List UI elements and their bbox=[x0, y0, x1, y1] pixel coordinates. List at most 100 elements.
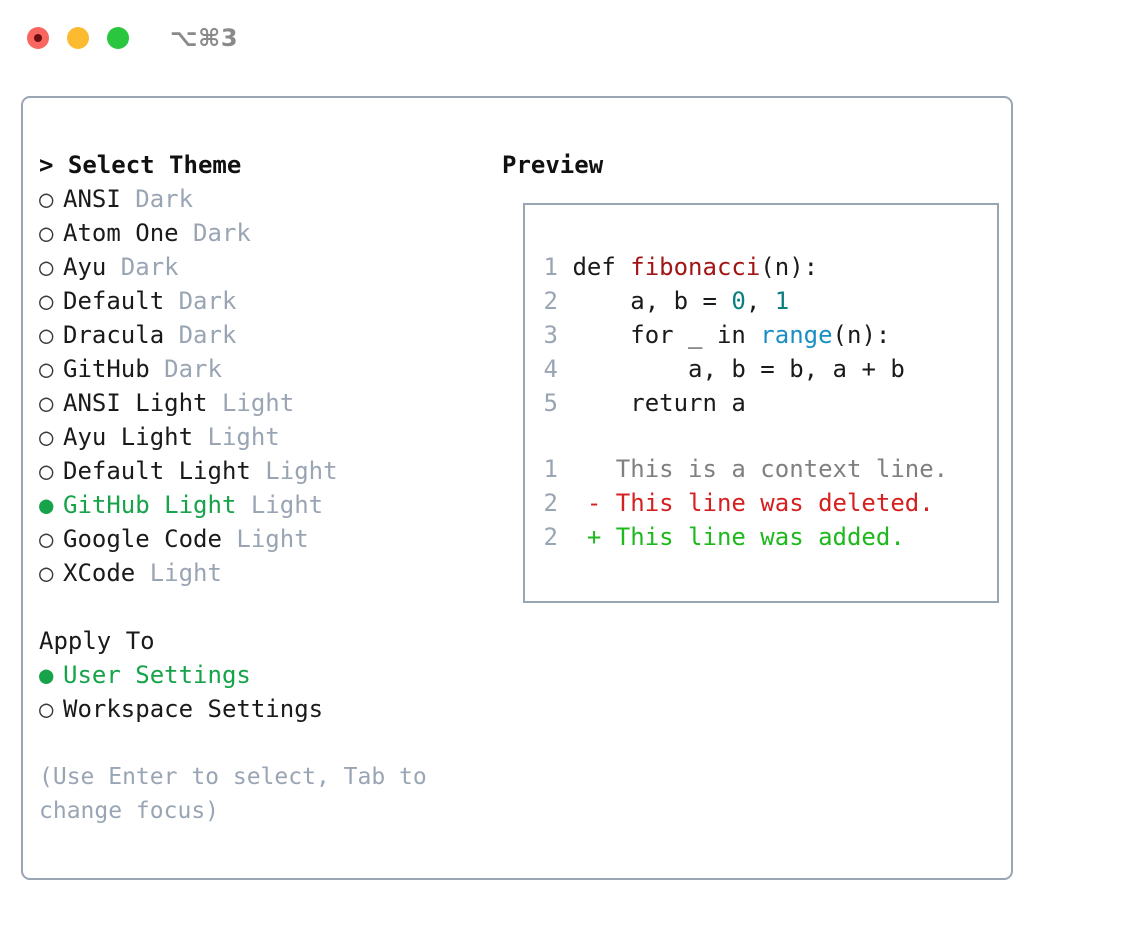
code-line-number: 3 bbox=[543, 321, 558, 349]
theme-option[interactable]: ○ GitHub Dark bbox=[39, 352, 499, 386]
theme-option-label: Ayu bbox=[63, 253, 107, 281]
diff-line: 1 This is a context line. bbox=[536, 452, 949, 486]
code-line-number: 5 bbox=[543, 389, 558, 417]
theme-variant-badge: Light bbox=[135, 559, 222, 587]
code-line-number: 2 bbox=[543, 287, 558, 315]
traffic-lights bbox=[27, 27, 129, 49]
theme-variant-badge: Dark bbox=[120, 185, 194, 213]
code-token-plain: return a bbox=[572, 389, 746, 417]
apply-to-option[interactable]: ● User Settings bbox=[39, 658, 499, 692]
apply-to-option-label: User Settings bbox=[63, 661, 251, 689]
code-token-plain: (n): bbox=[832, 321, 891, 349]
keyboard-hint-text: (Use Enter to select, Tab to change focu… bbox=[39, 764, 441, 824]
diff-sample: 1 This is a context line. 2 - This line w… bbox=[536, 452, 949, 554]
theme-variant-badge: Light bbox=[236, 491, 324, 519]
theme-option-label: ANSI Light bbox=[63, 389, 208, 417]
radio-unselected-icon: ○ bbox=[39, 219, 54, 247]
apply-to-option-list[interactable]: ● User Settings ○ Workspace Settings bbox=[39, 658, 499, 726]
code-line-number: 1 bbox=[543, 253, 558, 281]
theme-option[interactable]: ○ Default Dark bbox=[39, 284, 499, 318]
radio-unselected-icon: ○ bbox=[39, 321, 54, 349]
preview-title: Preview bbox=[502, 151, 604, 179]
theme-option-label: Google Code bbox=[63, 525, 222, 553]
code-token-builtin: range bbox=[760, 321, 833, 349]
theme-option[interactable]: ● GitHub Light Light bbox=[39, 488, 499, 522]
apply-to-option[interactable]: ○ Workspace Settings bbox=[39, 692, 499, 726]
code-line: 5 return a bbox=[536, 386, 905, 420]
theme-option[interactable]: ○ Dracula Dark bbox=[39, 318, 499, 352]
theme-variant-badge: Light bbox=[207, 389, 295, 417]
radio-unselected-icon: ○ bbox=[39, 355, 54, 383]
theme-picker-panel: > Select Theme ○ANSI Dark○Atom One Dark○… bbox=[21, 96, 1013, 880]
code-token-plain: , bbox=[745, 287, 775, 315]
keyboard-shortcut-label: ⌥⌘3 bbox=[170, 24, 239, 52]
code-token-plain: a, b = b, a + b bbox=[572, 355, 905, 383]
theme-option[interactable]: ○ XCode Light bbox=[39, 556, 499, 590]
code-token-num: 1 bbox=[774, 287, 790, 315]
theme-option[interactable]: ○ANSI Dark bbox=[39, 182, 499, 216]
theme-option[interactable]: ○ Ayu Dark bbox=[39, 250, 499, 284]
theme-variant-badge: Dark bbox=[106, 253, 179, 281]
theme-variant-badge: Light bbox=[221, 525, 309, 553]
title-bar: ⌥⌘3 bbox=[0, 0, 1140, 78]
select-theme-header: > Select Theme bbox=[39, 151, 242, 179]
theme-variant-badge: Light bbox=[193, 423, 280, 451]
theme-option[interactable]: ○ Default Light Light bbox=[39, 454, 499, 488]
diff-line-number: 2 bbox=[543, 523, 558, 551]
theme-variant-badge: Light bbox=[250, 457, 338, 485]
radio-unselected-icon: ○ bbox=[39, 559, 54, 587]
code-token-plain: (n): bbox=[760, 253, 819, 281]
radio-unselected-icon: ○ bbox=[39, 389, 54, 417]
code-line: 1 def fibonacci(n): bbox=[536, 250, 905, 284]
maximize-button[interactable] bbox=[107, 27, 129, 49]
code-token-plain: def bbox=[572, 253, 631, 281]
theme-option-label: Ayu Light bbox=[63, 423, 194, 451]
diff-line-number: 1 bbox=[543, 455, 558, 483]
apply-to-header: Apply To bbox=[39, 627, 155, 655]
right-column: Preview 1 def fibonacci(n):2 a, b = 0, 1… bbox=[502, 148, 1002, 603]
diff-marker: + bbox=[558, 523, 616, 551]
code-line: 3 for _ in range(n): bbox=[536, 318, 905, 352]
theme-option-label: XCode bbox=[63, 559, 136, 587]
code-token-plain: a, b = bbox=[572, 287, 732, 315]
theme-variant-badge: Dark bbox=[164, 321, 237, 349]
theme-option-label: Default Light bbox=[63, 457, 251, 485]
radio-unselected-icon: ○ bbox=[39, 287, 54, 315]
code-token-plain: for _ in bbox=[572, 321, 761, 349]
theme-option-label: GitHub Light bbox=[63, 491, 237, 519]
radio-unselected-icon: ○ bbox=[39, 253, 54, 281]
radio-unselected-icon: ○ bbox=[39, 695, 54, 723]
theme-variant-badge: Dark bbox=[149, 355, 222, 383]
diff-line-text: This line was deleted. bbox=[615, 489, 934, 517]
theme-option-label: Atom One bbox=[63, 219, 179, 247]
theme-option[interactable]: ○ Atom One Dark bbox=[39, 216, 499, 250]
theme-variant-badge: Dark bbox=[164, 287, 237, 315]
radio-selected-icon: ● bbox=[39, 491, 54, 519]
diff-marker: - bbox=[558, 489, 616, 517]
code-line-number: 4 bbox=[543, 355, 558, 383]
theme-option-list[interactable]: ○ANSI Dark○Atom One Dark○Ayu Dark○Defaul… bbox=[39, 182, 499, 590]
close-button[interactable] bbox=[27, 27, 49, 49]
theme-option-label: Default bbox=[63, 287, 165, 315]
theme-option[interactable]: ○ Ayu Light Light bbox=[39, 420, 499, 454]
theme-option[interactable]: ○ ANSI Light Light bbox=[39, 386, 499, 420]
apply-to-option-label: Workspace Settings bbox=[63, 695, 324, 723]
diff-line-text: This is a context line. bbox=[615, 455, 949, 483]
theme-variant-badge: Dark bbox=[178, 219, 251, 247]
radio-unselected-icon: ○ bbox=[39, 525, 54, 553]
radio-unselected-icon: ○ bbox=[39, 423, 54, 451]
minimize-button[interactable] bbox=[67, 27, 89, 49]
left-column: > Select Theme ○ANSI Dark○Atom One Dark○… bbox=[39, 148, 499, 828]
radio-selected-icon: ● bbox=[39, 661, 54, 689]
code-line: 4 a, b = b, a + b bbox=[536, 352, 905, 386]
radio-unselected-icon: ○ bbox=[39, 185, 54, 213]
theme-option[interactable]: ○ Google Code Light bbox=[39, 522, 499, 556]
theme-option-label: Dracula bbox=[63, 321, 165, 349]
code-token-func: fibonacci bbox=[630, 253, 761, 281]
diff-line: 2 + This line was added. bbox=[536, 520, 948, 554]
radio-unselected-icon: ○ bbox=[39, 457, 54, 485]
theme-option-label: GitHub bbox=[63, 355, 150, 383]
